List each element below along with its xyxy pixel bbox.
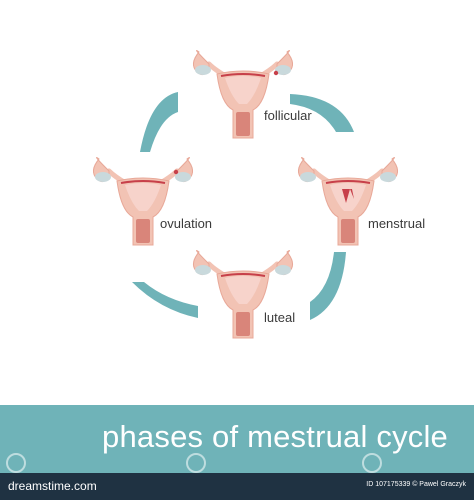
phase-label-menstrual: menstrual [368, 216, 426, 231]
title-banner: phases of mestrual cycle [0, 405, 474, 473]
egg-ovulation [173, 169, 179, 175]
menstrual-flow [342, 189, 354, 203]
uterus-illustration-ovulation [93, 158, 192, 246]
watermark-icon [362, 453, 382, 473]
uterus-illustration-menstrual [298, 158, 397, 246]
watermark-icon [6, 453, 26, 473]
watermark-icon [186, 453, 206, 473]
arrow-luteal-to-ovulation [132, 282, 198, 318]
phase-label-ovulation: ovulation [160, 216, 213, 231]
arrow-follicular-to-menstrual [290, 94, 354, 132]
footer-bar: dreamstime.com ID 107175339 © Pawel Grac… [0, 473, 474, 500]
arrow-menstrual-to-luteal [310, 252, 346, 320]
arrow-ovulation-to-follicular [140, 92, 178, 152]
phase-label-luteal: luteal [264, 310, 296, 325]
cycle-diagram [0, 0, 474, 405]
footer-id: ID 107175339 © Pawel Graczyk [366, 481, 466, 488]
egg-follicular [273, 70, 279, 76]
uterus-illustration-follicular [193, 51, 292, 139]
phase-label-follicular: follicular [264, 108, 312, 123]
footer-brand: dreamstime.com [8, 479, 97, 493]
banner-title: phases of mestrual cycle [102, 419, 448, 454]
